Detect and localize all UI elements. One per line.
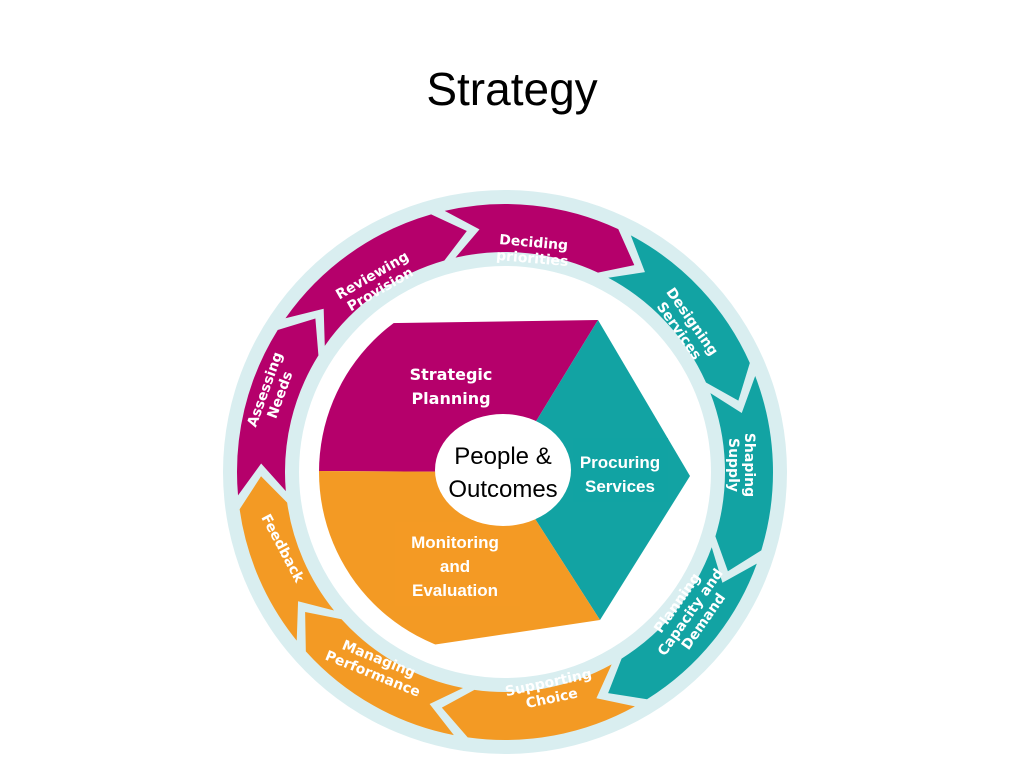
ring-label-line: Deciding xyxy=(499,232,569,254)
ring-chevron-deciding-priorities xyxy=(444,204,635,273)
slide-title: Strategy xyxy=(426,63,598,115)
center-label-line: Outcomes xyxy=(448,476,557,503)
ring-chevron-designing-services xyxy=(608,235,750,401)
ring-chevron-assessing-needs xyxy=(237,318,319,496)
sector-label-box-strategic-planning xyxy=(395,356,507,412)
ring-segment-shaping-supply: ShapingSupply xyxy=(710,375,773,572)
ring-segment-deciding-priorities: Decidingpriorities xyxy=(444,204,635,273)
ring-chevron-reviewing-provision xyxy=(285,214,467,346)
ring-chevron-managing-performance xyxy=(305,611,464,736)
sector-label-line: Strategic xyxy=(410,365,493,384)
ring-label-line: priorities xyxy=(495,248,568,270)
ring-chevron-feedback xyxy=(239,476,335,641)
ring-label-shaping-supply: ShapingSupply xyxy=(725,433,757,497)
sector-label-line: Monitoring xyxy=(411,533,499,552)
center-ellipse xyxy=(435,414,571,526)
ring-label-deciding-priorities: Decidingpriorities xyxy=(495,232,570,270)
ring-chevron-planning-capacity xyxy=(608,547,757,700)
sector-label-line: Services xyxy=(585,477,655,496)
sector-label-line: Evaluation xyxy=(412,581,498,600)
ring-segment-supporting-choice: SupportingChoice xyxy=(441,664,635,740)
sector-label-line: Procuring xyxy=(580,453,660,472)
sector-label-box-monitoring-evaluation xyxy=(395,522,520,606)
ring-chevron-shaping-supply xyxy=(710,375,773,572)
center-hub: People & Outcomes xyxy=(435,414,571,526)
ring-label-line: Supply xyxy=(725,438,741,492)
sector-label-line: and xyxy=(440,557,470,576)
center-label-line: People & xyxy=(454,443,551,470)
sector-label-box-procuring-services xyxy=(573,438,668,502)
center-label: People & Outcomes xyxy=(448,443,557,503)
ring-chevron-supporting-choice xyxy=(441,664,635,740)
ring-label-line: Shaping xyxy=(741,433,757,497)
ring-segment-assessing-needs: AssessingNeeds xyxy=(237,318,319,496)
outer-ring-segments: DecidingprioritiesDesigningServicesShapi… xyxy=(237,204,773,740)
sector-label-line: Planning xyxy=(411,389,490,408)
